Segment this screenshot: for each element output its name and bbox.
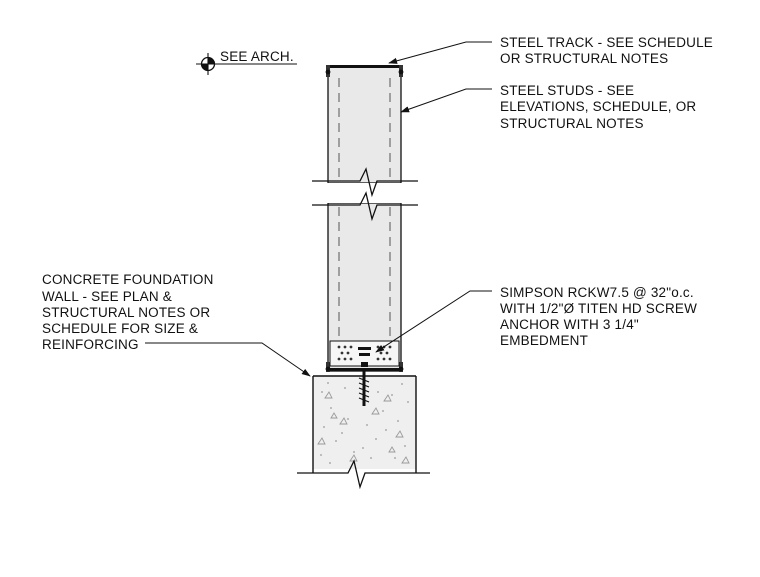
leader-anchor (375, 290, 492, 353)
datum-target-icon (196, 53, 297, 75)
anchor-note: SIMPSON RCKW7.5 @ 32"o.c. WITH 1/2"Ø TIT… (500, 285, 701, 348)
break-line-icon (312, 167, 418, 222)
leader-lines (145, 41, 492, 377)
break-line-icon (297, 459, 430, 500)
steel-track-top (326, 65, 403, 68)
leader-concrete-wall (145, 342, 311, 377)
concrete-wall-note: CONCRETE FOUNDATION WALL - SEE PLAN & ST… (42, 272, 218, 352)
screw-anchor-icon (358, 368, 370, 406)
leader-steel-track (388, 41, 492, 64)
leader-steel-studs (400, 88, 492, 113)
steel-studs-note: STEEL STUDS - SEE ELEVATIONS, SCHEDULE, … (500, 83, 700, 131)
see-arch-label: SEE ARCH. (220, 49, 294, 64)
simpson-bracket (329, 340, 400, 367)
concrete-foundation-wall (312, 368, 417, 469)
stud-wall-upper (327, 65, 402, 184)
steel-stud-wall (325, 65, 404, 372)
steel-track-note: STEEL TRACK - SEE SCHEDULE OR STRUCTURAL… (500, 35, 717, 66)
